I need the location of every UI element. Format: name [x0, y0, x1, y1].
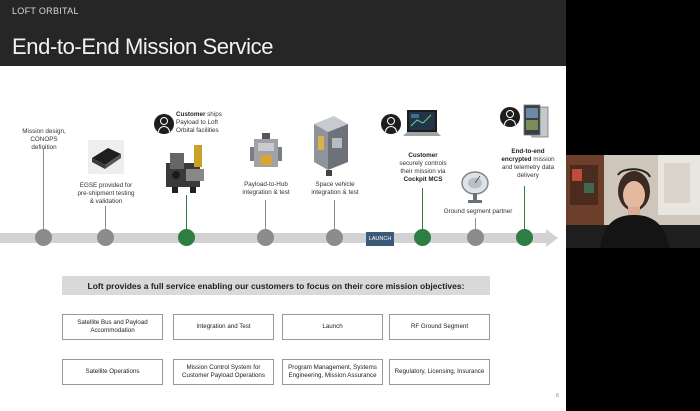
payload-hardware-image: [166, 145, 204, 193]
step-label-line: and telemetry data: [501, 164, 555, 171]
milestone-stem: [105, 206, 106, 230]
cockpit-laptop-image: [403, 110, 441, 136]
milestone-stem: [475, 218, 476, 230]
milestone-marker: [257, 229, 274, 246]
step-label-line: Space vehicle: [315, 181, 355, 188]
service-box: Satellite Operations: [62, 359, 163, 385]
step-label-customer-ships: Customer ships Payload to Loft Orbital f…: [176, 111, 240, 135]
brand-label: LOFT ORBITAL: [12, 6, 79, 16]
step-label-payload-to-hub: Payload-to-Hub integration & test: [234, 181, 298, 197]
webcam-video-tile: [566, 155, 700, 248]
customer-avatar-icon: [381, 114, 401, 134]
step-label-line: & validation: [89, 198, 123, 205]
egse-device-image: [88, 140, 124, 174]
milestone-stem: [422, 188, 423, 230]
step-label-line: Customer ships: [176, 111, 222, 118]
step-label-line: Customer: [408, 152, 438, 159]
step-label-line: delivery: [517, 172, 539, 179]
milestone-marker: [516, 229, 533, 246]
payload-hub-image: [250, 133, 282, 167]
customer-avatar-icon: [500, 107, 520, 127]
service-box: Mission Control System for Customer Payl…: [173, 359, 274, 385]
presentation-slide: LOFT ORBITAL End-to-End Mission Service: [0, 0, 566, 411]
step-label-line: Payload to Loft: [176, 119, 219, 126]
step-label-mission-design: Mission design, CONOPS definition: [14, 128, 74, 152]
step-label-line: integration & test: [311, 189, 359, 196]
step-label-space-vehicle: Space vehicle integration & test: [303, 181, 367, 197]
milestone-marker: [97, 229, 114, 246]
service-box: Satellite Bus and Payload Accommodation: [62, 314, 163, 340]
space-vehicle-image: [314, 116, 348, 176]
step-label-line: definition: [31, 144, 57, 151]
step-label-line: Ground segment partner: [443, 208, 513, 215]
step-label-line: Cockpit MCS: [403, 176, 443, 183]
timeline-arrow: [0, 233, 548, 243]
step-label-line: securely controls: [399, 160, 447, 167]
step-label-line: EGSE provided for: [79, 182, 133, 189]
step-label-line: Orbital facilities: [176, 127, 219, 134]
service-banner: Loft provides a full service enabling ou…: [62, 276, 490, 295]
step-label-line: their mission via: [400, 168, 446, 175]
service-box: Launch: [282, 314, 383, 340]
milestone-marker: [467, 229, 484, 246]
step-label-line: encrypted mission: [501, 156, 555, 163]
slide-header: LOFT ORBITAL End-to-End Mission Service: [0, 0, 566, 66]
data-delivery-image: [523, 104, 549, 138]
launch-tag: LAUNCH: [366, 232, 394, 246]
timeline-arrowhead: [546, 229, 558, 247]
milestone-stem: [524, 186, 525, 230]
service-box: Program Management, Systems Engineering,…: [282, 359, 383, 385]
step-label-line: Mission design,: [22, 128, 66, 135]
service-box: Regulatory, Licensing, Insurance: [389, 359, 490, 385]
step-label-data-delivery: End-to-end encrypted mission and telemet…: [496, 148, 560, 180]
milestone-stem: [43, 148, 44, 230]
ground-station-dish-icon: [461, 171, 489, 203]
milestone-marker: [35, 229, 52, 246]
milestone-marker: [326, 229, 343, 246]
step-label-line: CONOPS: [30, 136, 58, 143]
page-number: 8: [556, 393, 559, 399]
customer-avatar-icon: [154, 114, 174, 134]
step-label-ground-segment: Ground segment partner: [438, 208, 518, 216]
milestone-marker: [414, 229, 431, 246]
step-label-line: integration & test: [242, 189, 290, 196]
presenter-video-image: [566, 155, 700, 248]
milestone-stem: [334, 200, 335, 230]
service-box: RF Ground Segment: [389, 314, 490, 340]
milestone-stem: [186, 195, 187, 230]
milestone-stem: [265, 200, 266, 230]
step-label-egse: EGSE provided for pre-shipment testing &…: [72, 182, 140, 206]
slide-title: End-to-End Mission Service: [12, 34, 274, 59]
milestone-marker: [178, 229, 195, 246]
step-label-customer-controls: Customer securely controls their mission…: [392, 152, 454, 184]
service-box: Integration and Test: [173, 314, 274, 340]
step-label-line: pre-shipment testing: [77, 190, 135, 197]
step-label-line: End-to-end: [511, 148, 545, 155]
step-label-line: Payload-to-Hub: [244, 181, 288, 188]
